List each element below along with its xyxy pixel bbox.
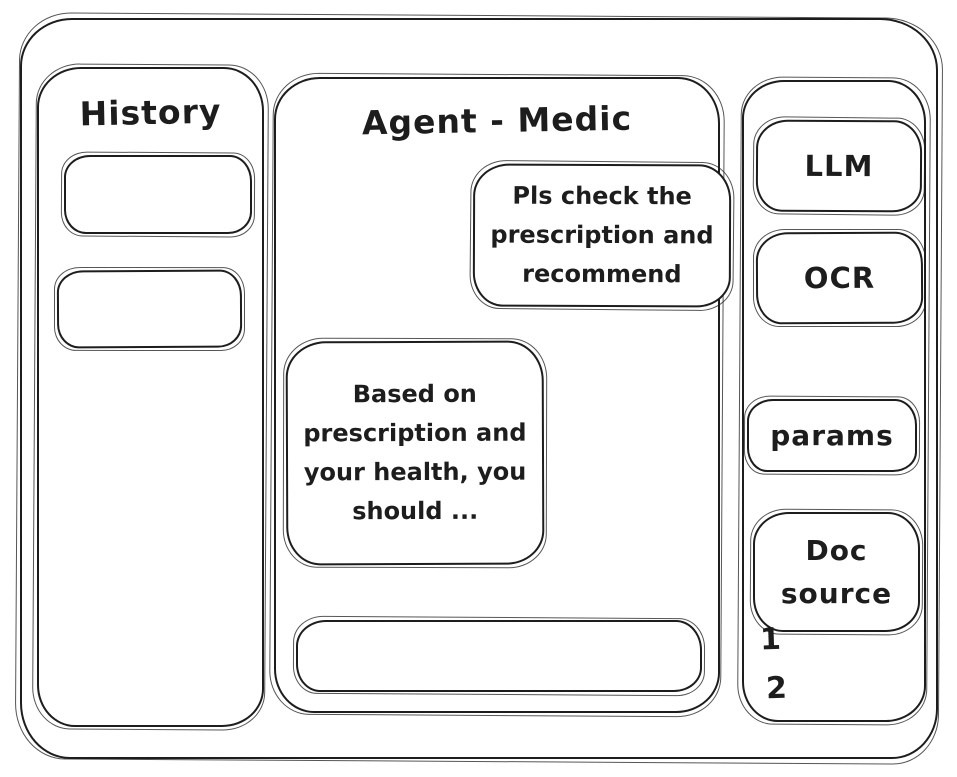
ocr-button-label: OCR [803,260,876,296]
chat-panel: Agent - Medic Pls check the prescription… [274,77,732,713]
doc-source-button-label: Doc source [780,533,893,610]
user-message-text: Pls check the prescription and recommend [490,181,714,289]
history-title: History [79,91,222,134]
window-frame: History Agent - Medic Pls check the pres… [20,18,938,759]
llm-button[interactable]: LLM [755,119,923,213]
doc-source-item-1: 1 [759,621,782,658]
params-button[interactable]: params [747,399,917,472]
llm-button-label: LLM [804,148,874,184]
params-button-label: params [770,419,894,452]
message-input[interactable] [298,622,700,690]
history-item[interactable] [56,269,243,349]
doc-source-list: 1 2 [759,621,788,707]
tools-sidebar: LLM OCR params Doc source 1 2 [742,80,926,722]
chat-title: Agent - Medic [361,98,633,143]
doc-source-button[interactable]: Doc source [753,512,920,632]
doc-source-item-2: 2 [765,670,788,707]
history-sidebar: History [37,67,264,727]
assistant-message-bubble: Based on prescription and your health, y… [285,340,545,566]
ocr-button[interactable]: OCR [755,231,924,325]
assistant-message-text: Based on prescription and your health, y… [303,380,527,526]
user-message-bubble: Pls check the prescription and recommend [472,163,732,308]
message-input-bar[interactable] [296,620,702,692]
history-item[interactable] [64,155,252,234]
